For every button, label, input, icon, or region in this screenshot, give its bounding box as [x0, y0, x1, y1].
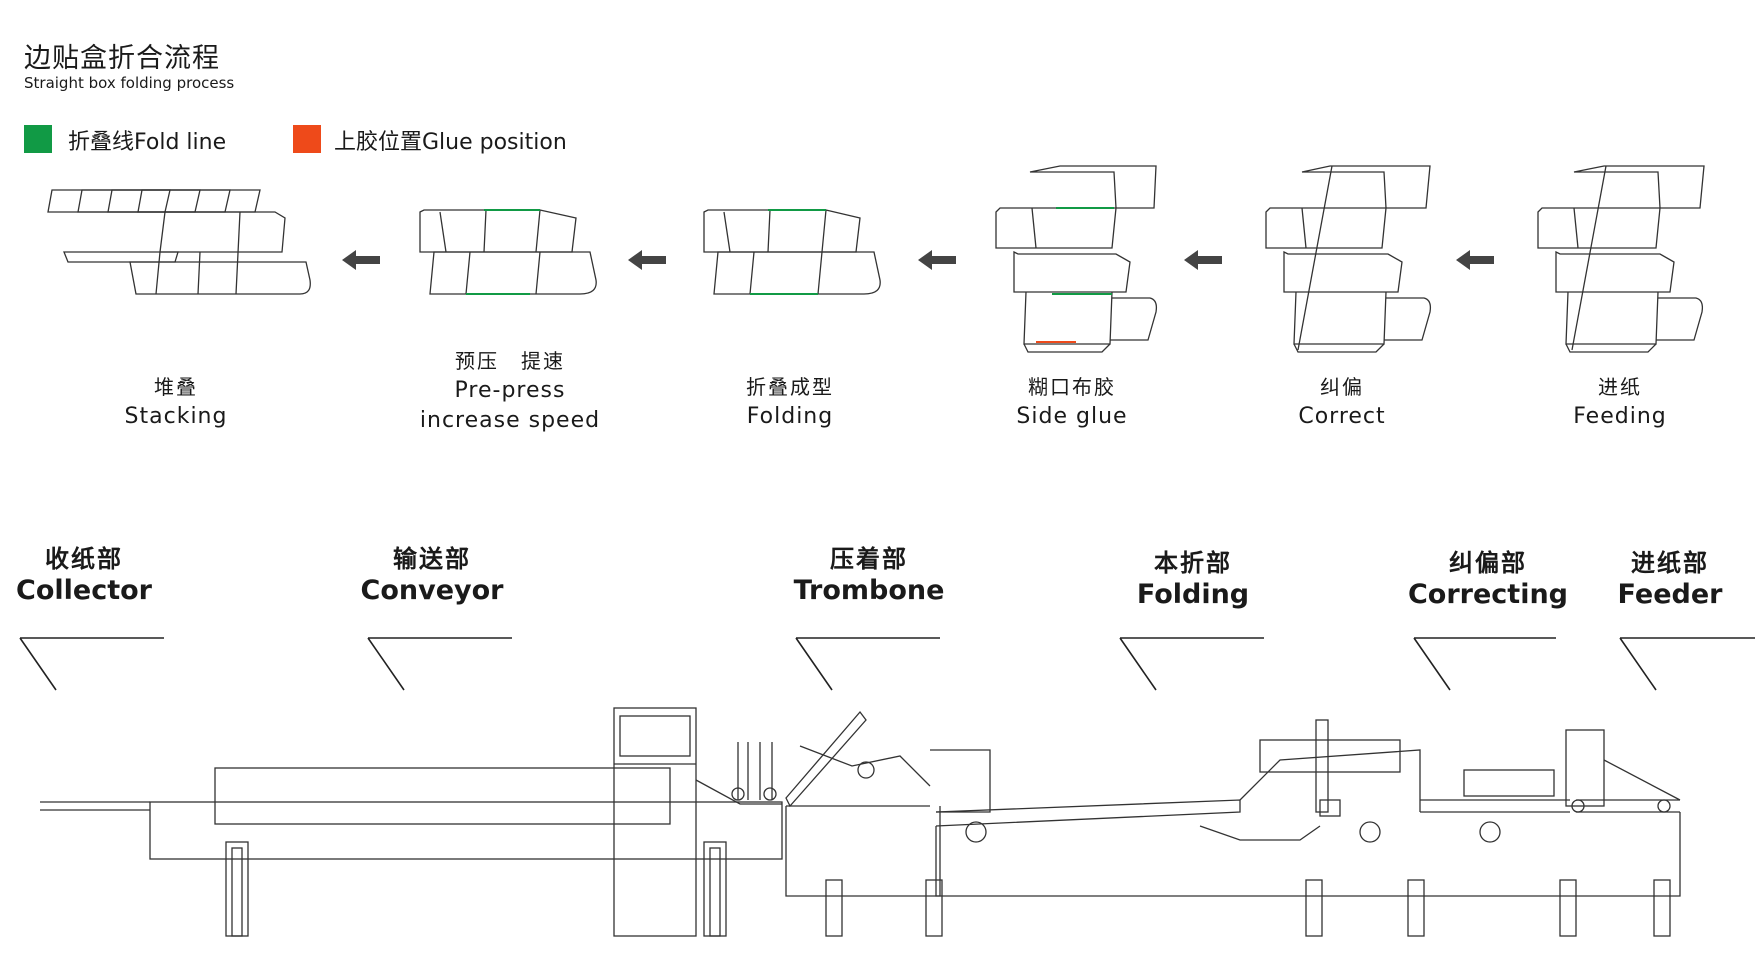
- stage-side-glue-label: 糊口布胶 Side glue: [952, 372, 1192, 432]
- section-conveyor-cn: 输送部: [393, 545, 471, 573]
- folding-box-icon: [703, 209, 881, 295]
- glue-position-legend-label: 上胶位置Glue position: [334, 130, 567, 155]
- section-trombone-label: 压着部 Trombone: [769, 544, 969, 608]
- stage-stacking-label: 堆叠 Stacking: [56, 372, 296, 432]
- page-subtitle: Straight box folding process: [24, 74, 235, 92]
- stage-prepress-cn: 预压 提速: [455, 349, 565, 373]
- section-conveyor-en: Conveyor: [360, 575, 504, 606]
- stage-correct-cn: 纠偏: [1320, 375, 1364, 399]
- section-feeder-label: 进纸部 Feeder: [1590, 548, 1750, 612]
- stage-feeding-cn: 进纸: [1598, 375, 1642, 399]
- section-folding-label: 本折部 Folding: [1093, 548, 1293, 612]
- section-collector-en: Collector: [16, 575, 152, 606]
- stage-prepress-label: 预压 提速 Pre-press increase speed: [390, 346, 630, 436]
- stage-feeding-label: 进纸 Feeding: [1500, 372, 1740, 432]
- fold-line-swatch: [24, 125, 52, 153]
- section-feeder-en: Feeder: [1617, 579, 1723, 610]
- stage-side-glue-en: Side glue: [1016, 404, 1128, 429]
- stage-folding-en: Folding: [746, 404, 834, 429]
- prepress-box-icon: [419, 209, 597, 295]
- stage-folding-label: 折叠成型 Folding: [670, 372, 910, 432]
- stage-prepress-en2: increase speed: [419, 408, 601, 433]
- section-trombone-en: Trombone: [793, 575, 945, 606]
- section-feeder-cn: 进纸部: [1631, 549, 1709, 577]
- side-glue-box-icon: [995, 165, 1158, 353]
- arrow-left-icon: [1184, 250, 1222, 270]
- section-correcting-cn: 纠偏部: [1449, 549, 1527, 577]
- glue-position-swatch: [293, 125, 321, 153]
- stage-folding-cn: 折叠成型: [746, 375, 834, 399]
- stacking-box-icon: [47, 189, 311, 295]
- stage-side-glue-cn: 糊口布胶: [1028, 375, 1116, 399]
- arrow-left-icon: [628, 250, 666, 270]
- fold-line-legend-label: 折叠线Fold line: [68, 130, 227, 155]
- stage-correct-en: Correct: [1298, 404, 1386, 429]
- section-trombone-cn: 压着部: [830, 545, 908, 573]
- section-callouts: [19, 637, 1755, 691]
- correct-box-icon: [1265, 165, 1432, 353]
- stage-feeding-en: Feeding: [1573, 404, 1667, 429]
- section-folding-en: Folding: [1136, 579, 1250, 610]
- stage-correct-label: 纠偏 Correct: [1222, 372, 1462, 432]
- section-folding-cn: 本折部: [1154, 549, 1232, 577]
- section-collector-cn: 收纸部: [45, 545, 123, 573]
- arrow-left-icon: [342, 250, 380, 270]
- folder-gluer-machine: [40, 707, 1681, 937]
- section-conveyor-label: 输送部 Conveyor: [332, 544, 532, 608]
- page-title: 边贴盒折合流程: [24, 43, 220, 74]
- section-correcting-en: Correcting: [1407, 579, 1569, 610]
- stage-prepress-en: Pre-press: [454, 378, 566, 403]
- stage-stacking-cn: 堆叠: [154, 375, 198, 399]
- arrow-left-icon: [918, 250, 956, 270]
- section-correcting-label: 纠偏部 Correcting: [1388, 548, 1588, 612]
- stage-stacking-en: Stacking: [124, 404, 228, 429]
- arrow-left-icon: [1456, 250, 1494, 270]
- section-collector-label: 收纸部 Collector: [0, 544, 184, 608]
- feeding-box-icon: [1537, 165, 1705, 353]
